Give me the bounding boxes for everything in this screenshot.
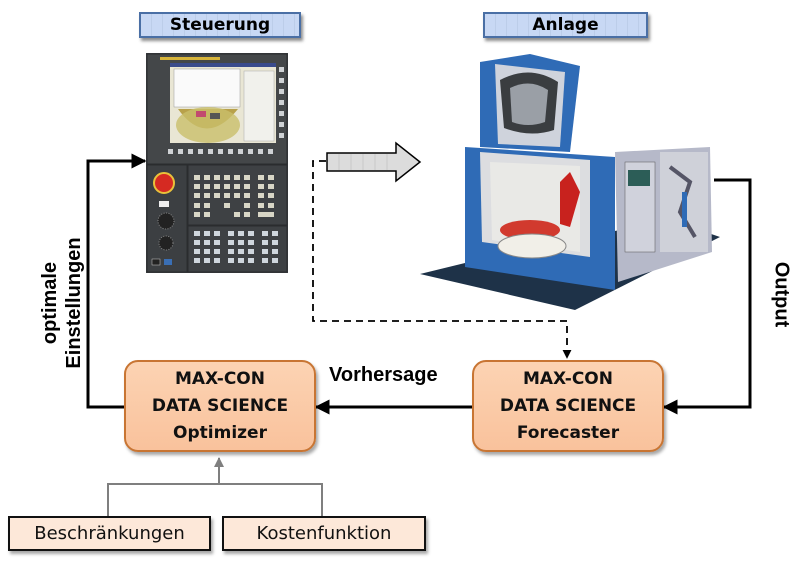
signal-dashed-connector [312,160,572,359]
header-steuerung-text: Steuerung [169,15,271,35]
forecaster-line2: DATA SCIENCE [499,395,637,416]
forecaster-line3: Forecaster [516,422,620,443]
header-anlage-text: Anlage [532,15,599,35]
forecaster-line1: MAX-CON [522,368,613,389]
inputs-bracket-connector [107,483,323,516]
optimizer-line1: MAX-CON [174,368,265,389]
constraints-text: Beschränkungen [34,523,185,544]
output-label-text: Output [770,261,793,328]
machine-image [420,54,720,310]
cost-function-box: Kostenfunktion [222,516,426,551]
block-arrow [326,141,422,183]
output-label: Output [770,255,793,335]
header-steuerung: Steuerung [139,12,301,38]
optimal-settings-connector [86,153,147,409]
optimal-settings-label: optimale Einstellungen [38,233,88,373]
cnc-controller-image [146,53,288,273]
cost-function-text: Kostenfunktion [256,523,392,544]
optimal-settings-line1: optimale [39,261,61,345]
optimizer-line2: DATA SCIENCE [151,395,289,416]
prediction-label: Vorhersage [329,364,438,386]
header-anlage: Anlage [483,12,648,38]
output-connector [662,178,752,415]
optimal-settings-line2: Einstellungen [63,237,85,369]
optimizer-box: MAX-CON DATA SCIENCE Optimizer [124,360,316,452]
optimizer-line3: Optimizer [173,422,267,443]
constraints-box: Beschränkungen [8,516,211,551]
forecaster-box: MAX-CON DATA SCIENCE Forecaster [472,360,664,452]
